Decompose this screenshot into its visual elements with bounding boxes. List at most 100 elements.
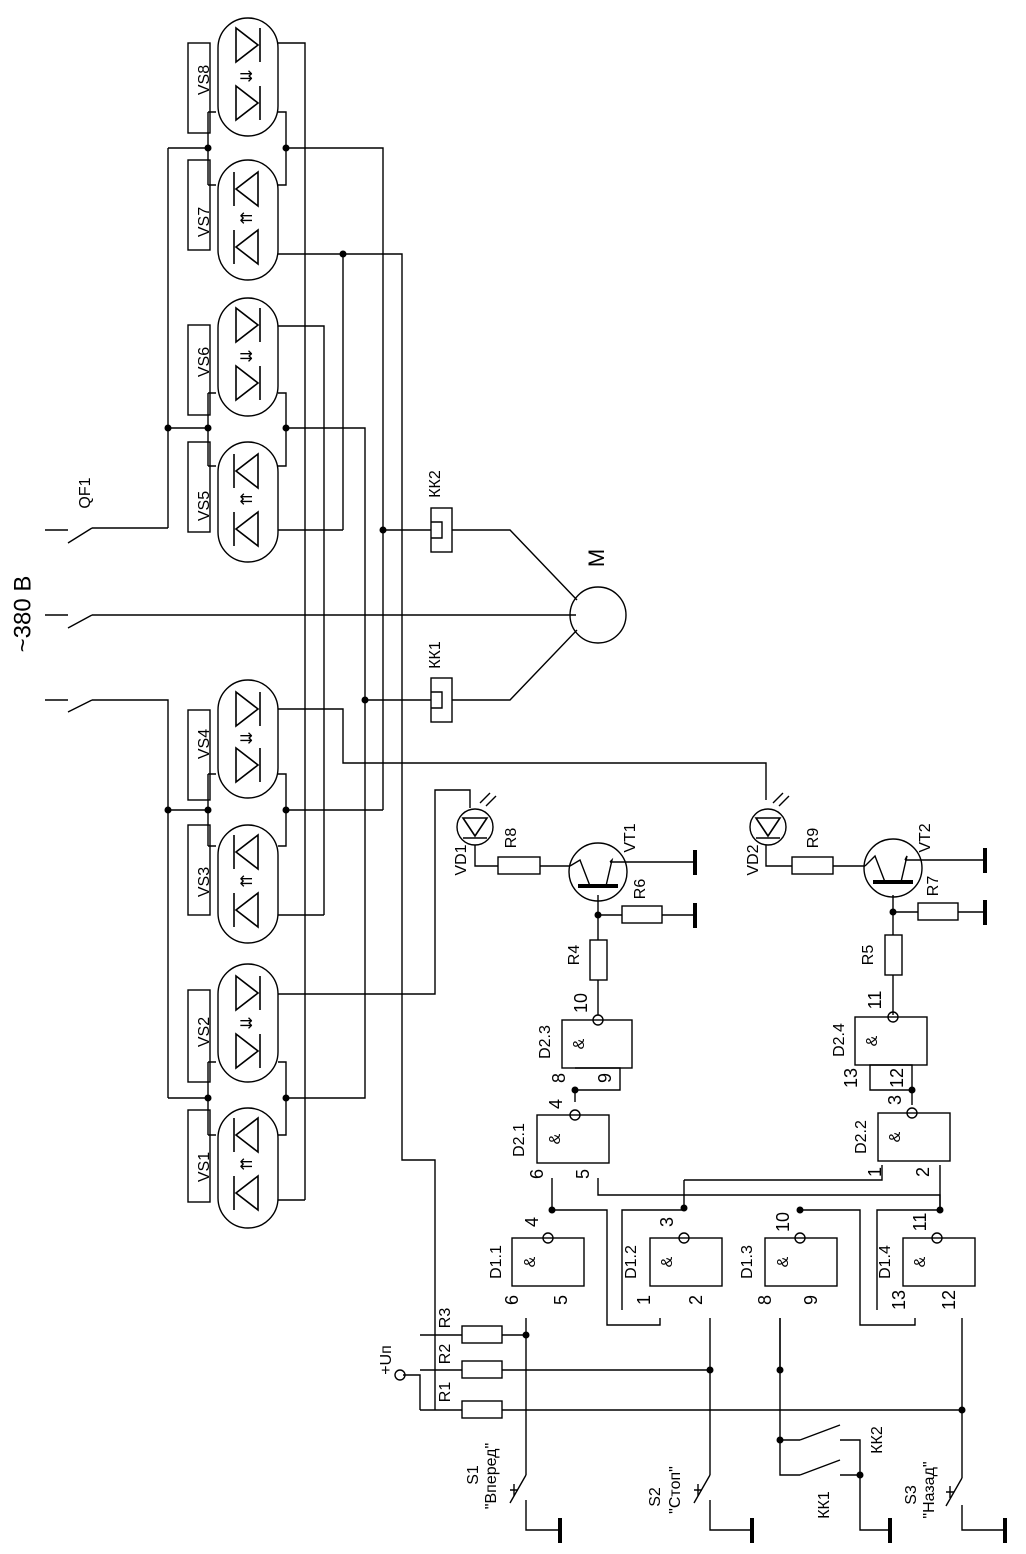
d2-1-pin-b: 5 <box>573 1169 593 1179</box>
gate-d2-1: & D2.1 6 5 4 <box>511 1099 610 1179</box>
vd1-label: VD1 <box>453 844 470 875</box>
gate-d1-4: & D1.4 13 12 11 <box>877 1213 976 1310</box>
r5-label: R5 <box>860 945 877 966</box>
thermal-relay-kk1: КК1 <box>427 641 453 723</box>
breaker-label: QF1 <box>77 477 94 508</box>
d1-3-pin-a: 8 <box>755 1295 775 1305</box>
d2-1-pin-a: 6 <box>527 1169 547 1179</box>
switch-s2: S2 "Стоп" <box>647 1466 702 1514</box>
vs3-arrow: ⇈ <box>239 874 256 887</box>
gate-d1-3: & D1.3 8 9 10 <box>739 1212 838 1305</box>
thyristor-vs2: ⇊ VS2 <box>187 963 279 1083</box>
switch-s1: S1 "Вперед" <box>465 1443 518 1509</box>
transistor-vt2: VT2 <box>863 823 934 898</box>
d2-2-pin-out: 3 <box>885 1095 905 1105</box>
d1-3-pin-out: 10 <box>773 1212 793 1232</box>
thyristor-vs1: ⇈ VS1 <box>187 1107 279 1229</box>
thyristor-vs4: ⇊ VS4 <box>187 679 279 801</box>
d2-2-label: D2.2 <box>853 1120 870 1154</box>
gate-d2-3: & D2.3 8 9 10 <box>537 993 633 1083</box>
d1-4-symbol: & <box>912 1256 929 1267</box>
d2-2-pin-a: 1 <box>865 1167 885 1177</box>
resistor-r2: R2 <box>437 1344 503 1379</box>
d1-1-pin-b: 5 <box>551 1295 571 1305</box>
d1-4-pin-b: 12 <box>939 1290 959 1310</box>
gate-d2-2: & D2.2 1 2 3 <box>853 1095 951 1177</box>
d2-4-label: D2.4 <box>831 1023 848 1057</box>
d1-2-label: D1.2 <box>623 1245 640 1279</box>
s1-caption: "Вперед" <box>483 1443 500 1509</box>
resistor-r1: R1 <box>437 1382 503 1419</box>
kk1-label: КК1 <box>427 641 444 669</box>
d1-1-label: D1.1 <box>488 1245 505 1279</box>
vs6-arrow: ⇊ <box>239 349 256 362</box>
r2-label: R2 <box>437 1344 454 1365</box>
thyristor-vs8: ⇊ VS8 <box>187 17 279 137</box>
d1-2-pin-out: 3 <box>657 1217 677 1227</box>
resistor-r4: R4 <box>566 939 608 981</box>
d1-2-pin-a: 1 <box>634 1295 654 1305</box>
d2-2-pin-b: 2 <box>913 1167 933 1177</box>
d2-3-pin-b: 9 <box>595 1073 615 1083</box>
r4-label: R4 <box>566 945 583 966</box>
vd2-label: VD2 <box>745 844 762 875</box>
d1-1-pin-out: 4 <box>522 1217 542 1227</box>
s3-label: S3 <box>903 1485 920 1505</box>
vt1-label: VT1 <box>622 823 639 852</box>
ground-symbols <box>558 848 1007 1543</box>
d1-3-symbol: & <box>775 1256 792 1267</box>
transistor-vt1: VT1 <box>568 823 639 902</box>
vs6-label: VS6 <box>196 347 213 377</box>
d2-3-pin-a: 8 <box>549 1073 569 1083</box>
d1-3-pin-b: 9 <box>801 1295 821 1305</box>
resistor-r5: R5 <box>860 934 903 976</box>
r9-label: R9 <box>805 828 822 849</box>
vs2-label: VS2 <box>196 1017 213 1047</box>
d2-4-pin-out: 11 <box>865 991 885 1010</box>
motor: M <box>569 549 627 644</box>
r8-label: R8 <box>503 828 520 849</box>
vs1-label: VS1 <box>196 1152 213 1182</box>
junction-dots <box>164 144 966 1479</box>
thyristor-vs5: ⇈ VS5 <box>187 441 279 563</box>
power-terminal: +Uп <box>378 1345 406 1381</box>
d2-4-pin-a: 13 <box>841 1068 861 1088</box>
r3-label: R3 <box>437 1308 454 1329</box>
s2-label: S2 <box>647 1487 664 1507</box>
kk1-contact-label: КК1 <box>816 1491 833 1519</box>
d1-1-pin-a: 6 <box>502 1295 522 1305</box>
resistor-r7: R7 <box>917 876 959 921</box>
s3-caption: "Назад" <box>921 1461 938 1518</box>
mains-voltage-title: ~380 В <box>9 576 36 653</box>
led-vd2: VD2 <box>745 792 790 876</box>
d1-4-pin-out: 11 <box>910 1213 930 1232</box>
switch-s3: S3 "Назад" <box>903 1461 954 1519</box>
d1-1-symbol: & <box>522 1256 539 1267</box>
vs4-label: VS4 <box>196 729 213 759</box>
vs2-arrow: ⇊ <box>239 1016 256 1029</box>
d2-4-pin-b: 12 <box>887 1068 907 1088</box>
d2-3-symbol: & <box>571 1038 588 1049</box>
resistor-r3: R3 <box>437 1308 503 1344</box>
gate-d1-2: & D1.2 1 2 3 <box>623 1217 723 1305</box>
kk2-label: КК2 <box>427 470 444 498</box>
gate-d1-1: & D1.1 6 5 4 <box>488 1217 585 1305</box>
led-vd1: VD1 <box>453 792 497 876</box>
gate-d2-4: & D2.4 13 12 11 <box>831 991 928 1088</box>
d2-2-symbol: & <box>887 1131 904 1142</box>
resistor-r6: R6 <box>621 879 663 924</box>
vs7-arrow: ⇈ <box>239 211 256 224</box>
circuit-wiring <box>45 42 1005 1531</box>
vs8-label: VS8 <box>196 65 213 95</box>
s1-label: S1 <box>465 1465 482 1485</box>
r7-label: R7 <box>925 876 942 897</box>
vs5-arrow: ⇈ <box>239 492 256 505</box>
vs3-label: VS3 <box>196 867 213 897</box>
d2-4-symbol: & <box>864 1035 881 1046</box>
r6-label: R6 <box>632 879 649 900</box>
d1-4-label: D1.4 <box>877 1245 894 1279</box>
s2-caption: "Стоп" <box>667 1466 684 1514</box>
d1-2-pin-b: 2 <box>686 1295 706 1305</box>
vs4-arrow: ⇊ <box>239 731 256 744</box>
